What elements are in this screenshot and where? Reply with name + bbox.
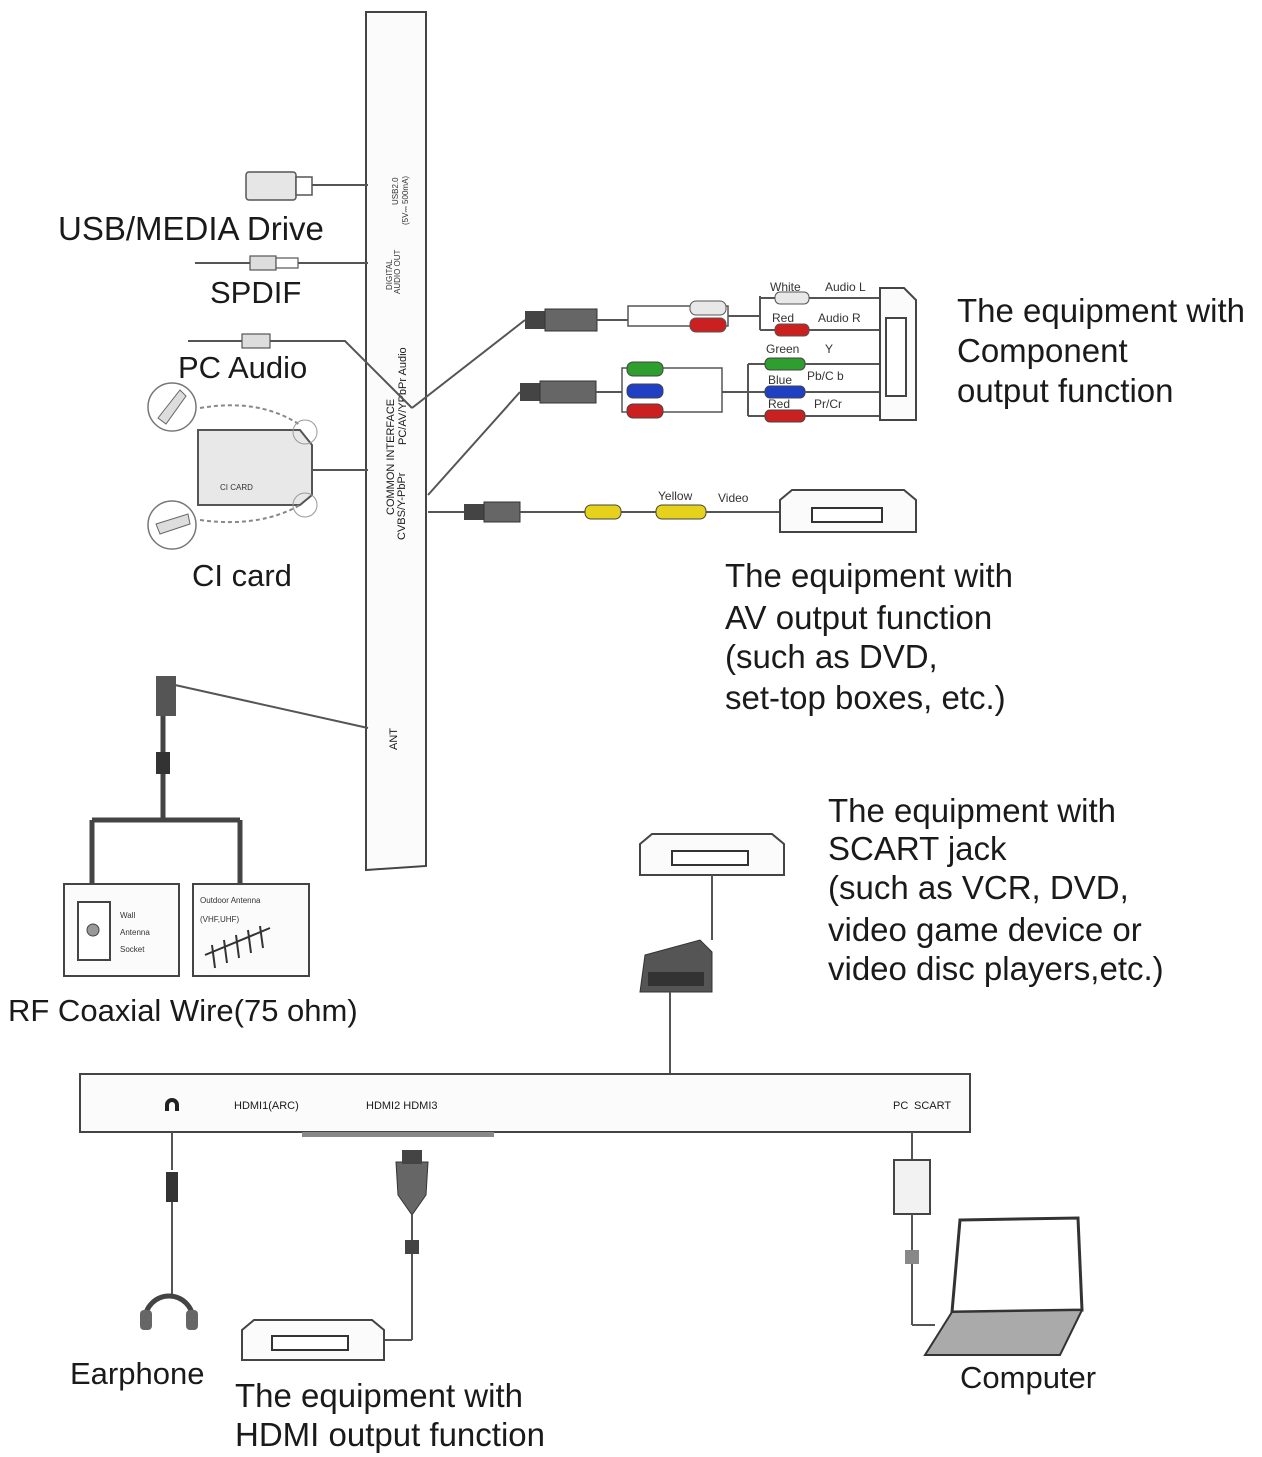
pc-audio-label: PC Audio [178,350,307,385]
usb-media-drive-label: USB/MEDIA Drive [58,210,324,247]
wall-antenna-line1: Wall [120,911,135,920]
port-scart-label: SCART [914,1100,951,1112]
cable-blue-label: Blue [768,373,792,387]
port-pc-audio-label: PC/AV/YPbPr Audio [397,347,409,445]
scart-label-line3: (such as VCR, DVD, [828,869,1129,906]
earphone-label: Earphone [70,1356,204,1391]
audio-l-label: Audio L [825,280,866,294]
port-usb-label: USB2.0 [391,177,400,205]
usb-connector [245,171,368,201]
port-pc-label: PC [893,1100,908,1112]
scart-label-line4: video game device or [828,911,1142,948]
yellow-plug-right [655,504,707,520]
wall-antenna-line2: Antenna [120,928,150,937]
ci-card: CI CARD [147,382,368,550]
yellow-plug-left [584,504,622,520]
port-cvbs-label: CVBS/Y-PbPr [396,472,408,540]
bottom-panel: HDMI1(ARC) HDMI2 HDMI3 PC SCART [79,1073,971,1137]
red-plug-left [689,317,727,333]
wall-antenna-line3: Socket [120,945,145,954]
scart-label-line5: video disc players,etc.) [828,950,1164,987]
headphone-port-icon [165,1098,179,1111]
red-plug-right [774,323,810,337]
port-common-interface-label: COMMON INTERFACE [385,399,397,515]
red-plug-video-left [626,403,664,419]
outdoor-antenna-line1: Outdoor Antenna [200,896,261,905]
av-label-line2: AV output function [725,599,992,636]
rf-coaxial-label: RF Coaxial Wire(75 ohm) [8,993,358,1028]
spdif-label: SPDIF [210,275,301,310]
hdmi-label-line1: The equipment with [235,1377,523,1414]
hdmi-connection [241,1150,429,1361]
ci-card-chip-label: CI CARD [220,483,253,492]
port-digital-audio-label-1: DIGITAL [385,259,394,290]
laptop-screen-icon [950,1216,1084,1314]
scart-label-line1: The equipment with [828,792,1116,829]
hdmi-label-line2: HDMI output function [235,1416,545,1453]
computer-label: Computer [960,1360,1096,1395]
earphone-icon [140,1310,152,1330]
av-label-line4: set-top boxes, etc.) [725,679,1006,716]
ci-card-label: CI card [192,558,292,593]
side-panel: USB2.0 (5V⎓ 500mA) DIGITAL AUDIO OUT PC/… [365,11,427,872]
antenna-connection: Wall Antenna Socket Outdoor Antenna (VHF… [63,676,369,977]
pc-audio-connector [188,333,413,409]
y-label: Y [825,342,833,356]
cable-white-label: White [770,280,801,294]
blue-plug-left [626,383,664,399]
red-plug-video-right [764,409,806,423]
white-plug-left [689,300,727,316]
cable-yellow-label: Yellow [658,489,693,503]
component-label-line3: output function [957,372,1174,409]
cable-green-label: Green [766,342,799,356]
cable-red-audio-label: Red [772,311,794,325]
av-cable: Yellow Video [428,489,780,523]
port-hdmi23-label: HDMI2 HDMI3 [366,1100,438,1112]
spdif-connector [195,255,368,271]
port-digital-audio-label-2: AUDIO OUT [393,249,402,294]
audio-r-label: Audio R [818,311,861,325]
component-cables: White Red Green Blue Red Audio L Audio R… [411,280,882,496]
port-hdmi1-label: HDMI1(ARC) [234,1100,299,1112]
av-label-line3: (such as DVD, [725,638,938,675]
av-device [779,489,917,533]
component-label-line1: The equipment with [957,292,1245,329]
cable-red-video-label: Red [768,397,790,411]
scart-device [639,833,785,1074]
scart-label-line2: SCART jack [828,830,1007,867]
green-plug-right [764,357,806,371]
pr-label: Pr/Cr [814,397,842,411]
component-label-line2: Component [957,332,1128,369]
component-device [879,287,917,421]
av-label-line1: The equipment with [725,557,1013,594]
green-plug-left [626,361,664,377]
port-usb-power-label: (5V⎓ 500mA) [401,176,410,225]
port-ant-label: ANT [388,728,400,750]
computer-connection [893,1132,1084,1356]
video-label: Video [718,491,749,505]
earphone-connection [140,1132,198,1330]
pb-label: Pb/C b [807,369,844,383]
outdoor-antenna-line2: (VHF,UHF) [200,915,239,924]
